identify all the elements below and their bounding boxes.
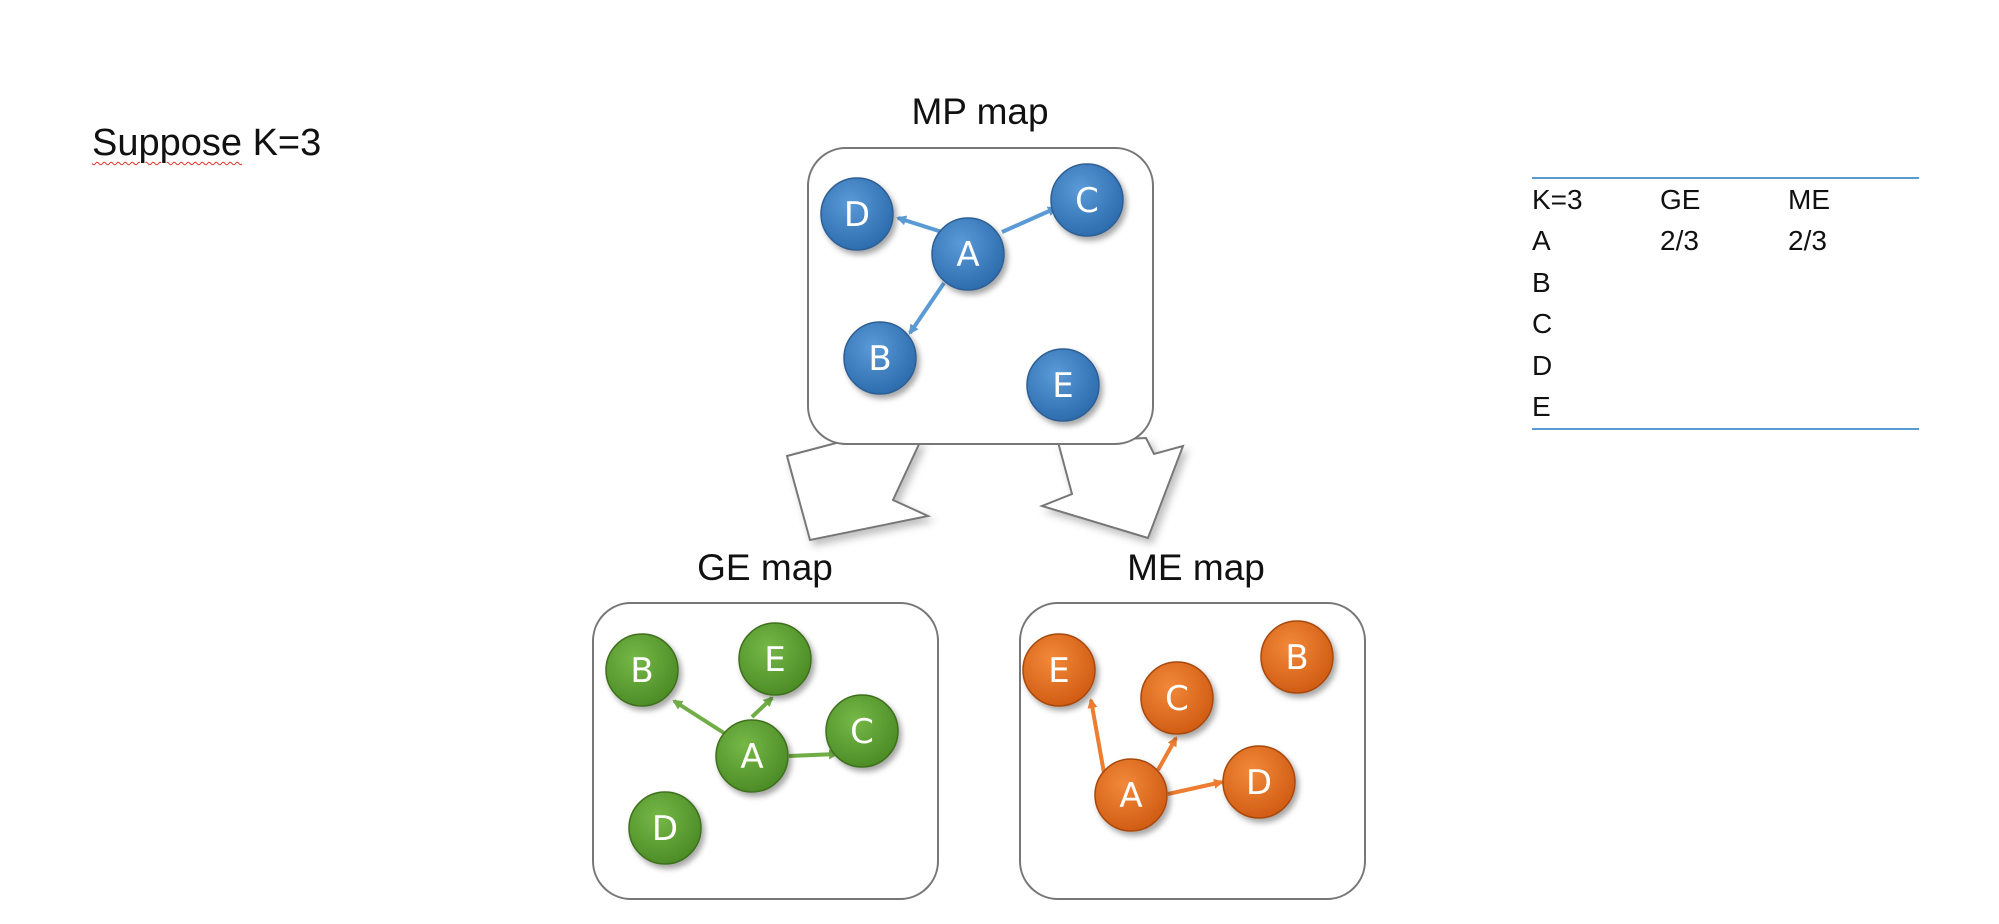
mp-node-d: D	[820, 177, 894, 251]
me-node-a-label: A	[1119, 776, 1142, 816]
me-node-c: C	[1140, 661, 1214, 735]
mp-node-b: B	[843, 321, 917, 395]
table-header-row: K=3 GE ME	[1532, 178, 1919, 221]
me-node-e-label: E	[1048, 651, 1069, 691]
results-table: K=3 GE ME A 2/3 2/3 B C D	[1532, 177, 1919, 430]
ge-node-b-label: B	[630, 651, 653, 691]
mp-node-d-label: D	[844, 195, 870, 235]
title-suppose: Suppose	[92, 122, 243, 164]
mp-node-a: A	[931, 217, 1005, 291]
me-node-e: E	[1022, 633, 1096, 707]
mp-node-c-label: C	[1075, 181, 1099, 221]
slide-title: Suppose K=3	[92, 122, 321, 165]
table-row: E	[1532, 387, 1919, 430]
table-row: A 2/3 2/3	[1532, 221, 1919, 263]
table-cell: B	[1532, 266, 1551, 298]
ge-node-a-label: A	[740, 737, 763, 777]
mp-edge-a-c	[1001, 206, 1058, 234]
mp-edge-a-d	[896, 215, 943, 234]
table-header-cell: K=3	[1532, 183, 1583, 215]
table-cell: A	[1532, 225, 1551, 257]
table-cell: 2/3	[1660, 225, 1699, 257]
me-node-b-label: B	[1285, 638, 1308, 678]
table-cell: D	[1532, 349, 1553, 381]
table-cell	[1788, 304, 1919, 346]
table-cell	[1660, 345, 1788, 387]
ge-node-d-label: D	[652, 809, 678, 849]
me-map-label: ME map	[1127, 547, 1265, 588]
ge-map-label: GE map	[697, 547, 833, 588]
me-edge-a-c	[1156, 736, 1178, 771]
ge-edge-a-e	[750, 696, 774, 719]
table-cell: 2/3	[1788, 225, 1827, 257]
table-cell	[1660, 304, 1788, 346]
table-cell	[1660, 387, 1788, 430]
me-node-b: B	[1260, 620, 1334, 694]
mp-node-e: E	[1026, 348, 1100, 422]
me-edge-a-d	[1167, 778, 1224, 796]
me-node-c-label: C	[1165, 679, 1189, 719]
ge-edge-a-c	[788, 749, 839, 760]
mp-node-c: C	[1050, 163, 1124, 237]
mp-map-label: MP map	[911, 91, 1048, 132]
table-header-cell: ME	[1788, 183, 1830, 215]
table-cell: E	[1532, 391, 1551, 423]
mp-node-b-label: B	[868, 339, 891, 379]
me-node-d-label: D	[1246, 763, 1272, 803]
ge-node-c-label: C	[850, 712, 874, 752]
me-edge-a-e	[1087, 698, 1106, 774]
title-k-value: K=3	[242, 122, 322, 164]
table-row: D	[1532, 345, 1919, 387]
ge-node-e-label: E	[764, 640, 785, 680]
table-row: C	[1532, 304, 1919, 346]
block-arrow-to-me	[1038, 436, 1185, 540]
me-node-a: A	[1094, 758, 1168, 832]
mp-node-a-label: A	[956, 235, 979, 275]
table-cell	[1788, 262, 1919, 304]
table-cell	[1788, 387, 1919, 430]
mp-edge-a-b	[908, 281, 946, 335]
ge-node-d: D	[628, 791, 702, 865]
ge-node-b: B	[605, 633, 679, 707]
table-cell: C	[1532, 308, 1553, 340]
table-row: B	[1532, 262, 1919, 304]
ge-node-e: E	[738, 622, 812, 696]
ge-node-a: A	[715, 719, 789, 793]
table-header-cell: GE	[1660, 183, 1701, 215]
table-cell	[1788, 345, 1919, 387]
ge-edge-a-b	[672, 699, 726, 735]
block-arrow-to-ge	[785, 441, 932, 542]
table-cell	[1660, 262, 1788, 304]
mp-node-e-label: E	[1052, 366, 1073, 406]
me-node-d: D	[1222, 745, 1296, 819]
ge-node-c: C	[825, 694, 899, 768]
